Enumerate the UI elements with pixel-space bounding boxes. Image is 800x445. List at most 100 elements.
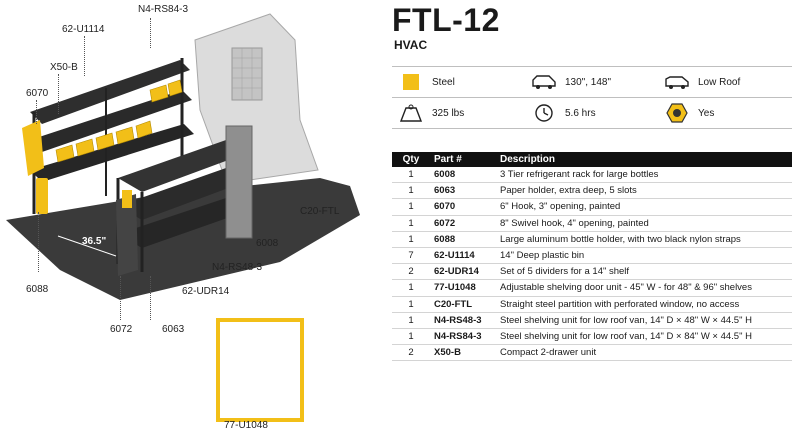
part-cell: X50-B [430,344,496,362]
part-cell: 6008 [430,167,496,184]
van-floor [6,178,360,300]
product-title: FTL-12 [392,2,500,38]
part-cell: N4-RS84-3 [430,328,496,346]
table-header-row: Qty Part # Description [392,152,792,167]
label-6072: 6072 [110,324,133,335]
label-n4-rs48-3: N4-RS48-3 [212,262,263,273]
hardware-nut-icon [662,102,692,124]
front-shelf-mid [118,168,250,220]
label-dimension: 36.5" [82,236,107,247]
bottle-holder [36,178,48,214]
description-cell: Adjustable shelving door unit - 45" W - … [496,279,792,297]
dimension-arrow [57,235,117,257]
spec-roof: Low Roof [658,71,791,93]
part-cell: 6063 [430,182,496,200]
product-info: FTL-12 HVAC Steel 130", 148" Low Roof [392,0,792,440]
qty-cell: 1 [392,328,430,346]
description-cell: Straight steel partition with perforated… [496,296,792,313]
front-end-panel [225,125,253,239]
label-n4-rs84-3: N4-RS84-3 [138,4,189,15]
description-cell: 14" Deep plastic bin [496,247,792,265]
qty-cell: 1 [392,215,430,232]
part-cell: C20-FTL [430,296,496,313]
label-77-u1048: 77-U1048 [224,420,268,431]
label-x50-b: X50-B [50,62,78,73]
rack-6008 [116,194,138,276]
description-cell: Compact 2-drawer unit [496,344,792,362]
spec-label: 5.6 hrs [565,107,596,119]
spec-row: Steel 130", 148" Low Roof [392,66,792,97]
qty-cell: 2 [392,344,430,362]
spec-wheelbase: 130", 148" [525,71,658,93]
product-subtitle: HVAC [394,38,428,52]
part-cell: 62-U1114 [430,247,496,265]
label-6008: 6008 [256,238,279,249]
qty-cell: 2 [392,263,430,281]
van-shelving-drawing [6,13,360,397]
low-roof-van-icon [662,71,692,93]
part-cell: 6088 [430,231,496,248]
perforated-window [231,47,263,101]
qty-cell: 1 [392,198,430,216]
part-cell: 6072 [430,215,496,232]
column-header-description: Description [500,154,556,165]
part-cell: N4-RS48-3 [430,312,496,329]
spec-row: 325 lbs 5.6 hrs Yes [392,97,792,129]
spec-weight: 325 lbs [392,102,525,124]
label-6063: 6063 [162,324,185,335]
label-6070: 6070 [26,88,49,99]
qty-cell: 1 [392,182,430,200]
steel-swatch-icon [396,71,426,93]
shelf-middle [30,90,192,152]
spec-install-time: 5.6 hrs [525,102,658,124]
install-time-icon [529,102,559,124]
qty-cell: 1 [392,167,430,184]
part-cell: 6070 [430,198,496,216]
spec-material: Steel [392,71,525,93]
hook-6072 [122,190,132,208]
part-cell: 62-UDR14 [430,263,496,281]
spec-hardware: Yes [658,102,791,124]
description-cell: 8" Swivel hook, 4" opening, painted [496,215,792,232]
column-header-part: Part # [434,154,462,165]
spec-grid: Steel 130", 148" Low Roof 325 lbs [392,66,792,129]
spec-label: Yes [698,107,715,119]
product-illustration: N4-RS84-3 62-U1114 X50-B 6070 C20-FTL 60… [0,0,380,440]
label-6088: 6088 [26,284,49,295]
front-shelf-bottom [118,198,250,248]
label-62-udr14: 62-UDR14 [182,286,230,297]
shelf-bottom [30,124,194,182]
yellow-bins [55,79,183,163]
part-cell: 77-U1048 [430,279,496,297]
qty-cell: 1 [392,296,430,313]
spec-label: Steel [432,76,455,88]
description-cell: Large aluminum bottle holder, with two b… [496,231,792,248]
weight-icon [396,102,426,124]
shelf-top [30,60,190,124]
description-cell: Paper holder, extra deep, 5 slots [496,182,792,200]
van-icon [529,71,559,93]
qty-cell: 1 [392,279,430,297]
qty-cell: 1 [392,312,430,329]
qty-cell: 1 [392,231,430,248]
description-cell: Steel shelving unit for low roof van, 14… [496,328,792,346]
description-cell: 3 Tier refrigerant rack for large bottle… [496,167,792,184]
description-cell: Set of 5 dividers for a 14" shelf [496,263,792,281]
hook-bracket [22,120,44,176]
description-cell: 6" Hook, 3" opening, painted [496,198,792,216]
label-62-u1114: 62-U1114 [62,24,105,35]
qty-cell: 7 [392,247,430,265]
front-shelf-top [118,140,250,192]
